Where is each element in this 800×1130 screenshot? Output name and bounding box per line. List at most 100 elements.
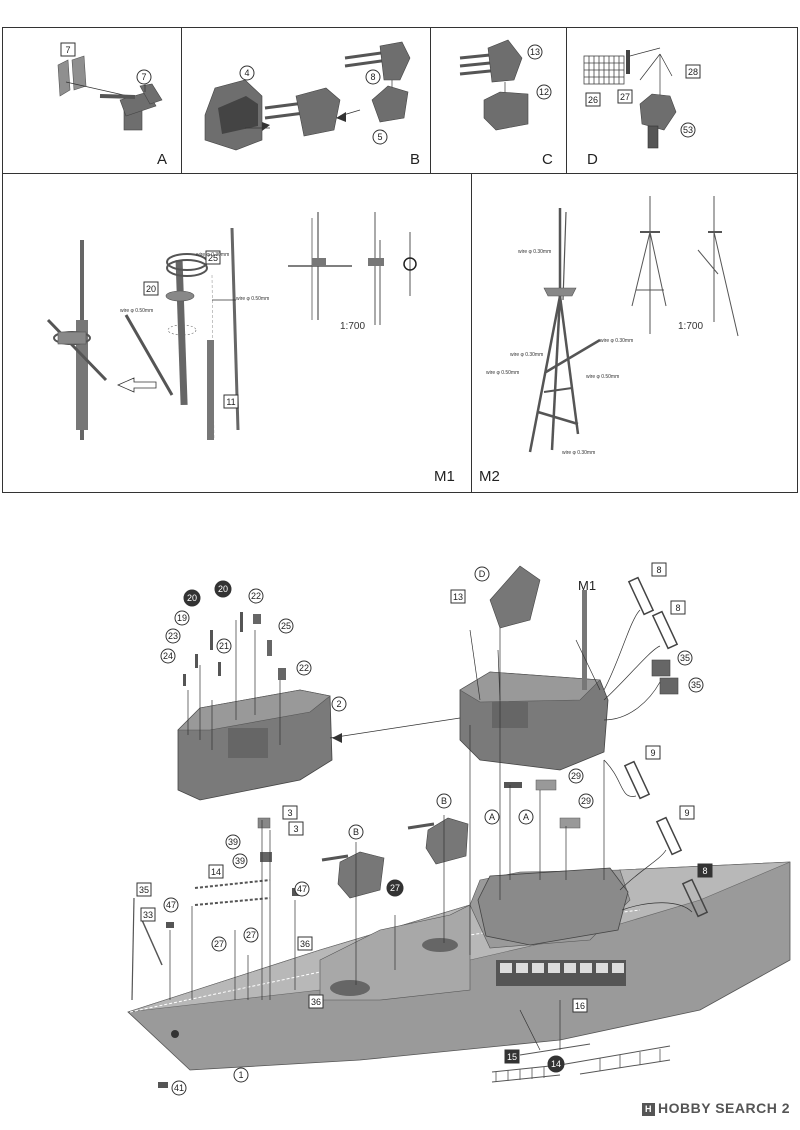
svg-text:47: 47	[297, 884, 307, 894]
callout-bridge-20b: 20	[214, 580, 232, 598]
svg-text:3: 3	[293, 824, 298, 834]
callout-m1-25: 25	[205, 250, 221, 265]
callout-c-13: 13	[527, 44, 543, 60]
m2-wire-label-3: wire φ 0.30mm	[510, 352, 543, 358]
callout-mid-29b: 29	[578, 793, 594, 809]
svg-text:33: 33	[143, 910, 153, 920]
callout-d-28: 28	[685, 64, 701, 79]
bridge-block	[177, 689, 333, 801]
page-number: 2	[781, 1100, 790, 1116]
panel-d-drawing	[583, 47, 677, 149]
callout-hull-15: 15	[504, 1049, 520, 1064]
callout-bridge-24: 24	[160, 648, 176, 664]
svg-text:19: 19	[177, 613, 187, 623]
svg-text:20: 20	[146, 284, 156, 294]
callout-mid-b2: B	[348, 824, 364, 840]
callout-fore-35: 35	[136, 882, 152, 897]
callout-fore-33: 33	[140, 907, 156, 922]
callout-fore-27a: 27	[386, 879, 404, 897]
callout-fore-27c: 27	[243, 927, 259, 943]
callout-super-35a: 35	[677, 650, 693, 666]
callout-super-8b: 8	[670, 600, 686, 615]
svg-text:36: 36	[311, 997, 321, 1007]
callout-hull-14: 14	[547, 1055, 565, 1073]
callout-super-35b: 35	[688, 677, 704, 693]
svg-text:47: 47	[166, 900, 176, 910]
svg-text:13: 13	[453, 592, 463, 602]
svg-text:35: 35	[691, 680, 701, 690]
svg-text:4: 4	[244, 68, 249, 78]
callout-mid-b1: B	[436, 793, 452, 809]
panel-label-c: C	[542, 151, 553, 168]
callout-fore-39b: 39	[232, 853, 248, 869]
callout-mid-9b: 9	[679, 805, 695, 820]
panel-b-drawing	[204, 41, 411, 151]
callout-mid-a2: A	[518, 809, 534, 825]
turret-b-2	[407, 817, 469, 865]
callout-b-4: 4	[239, 65, 255, 81]
aft-platform	[477, 779, 629, 946]
svg-text:7: 7	[65, 45, 70, 55]
callout-fore-47a: 47	[163, 897, 179, 913]
svg-text:41: 41	[174, 1083, 184, 1093]
svg-text:27: 27	[214, 939, 224, 949]
callout-fore-3a: 3	[282, 805, 298, 820]
svg-text:35: 35	[680, 653, 690, 663]
svg-text:13: 13	[530, 47, 540, 57]
svg-text:22: 22	[251, 591, 261, 601]
superstructure-block	[329, 565, 609, 771]
svg-text:14: 14	[551, 1059, 561, 1069]
m2-wire-label-2: wire φ 0.30mm	[600, 338, 633, 344]
svg-text:B: B	[441, 796, 447, 806]
bridge-top-parts	[183, 612, 286, 686]
callout-fore-36b: 36	[308, 994, 324, 1009]
panel-label-a: A	[157, 151, 168, 168]
panel-label-m1: M1	[434, 468, 455, 485]
svg-text:20: 20	[187, 593, 197, 603]
svg-text:28: 28	[688, 67, 698, 77]
svg-text:39: 39	[235, 856, 245, 866]
svg-text:9: 9	[684, 808, 689, 818]
m2-wire-label-4: wire φ 0.50mm	[486, 370, 519, 376]
callout-d-53: 53	[680, 122, 696, 138]
pe-ladders	[603, 576, 709, 918]
panel-a-drawing	[57, 55, 163, 131]
svg-text:8: 8	[370, 72, 375, 82]
svg-text:12: 12	[539, 87, 549, 97]
leader-lines	[187, 620, 605, 1051]
svg-text:39: 39	[228, 837, 238, 847]
svg-text:11: 11	[226, 397, 235, 407]
callout-bridge-25: 25	[278, 618, 294, 634]
m2-wire-label-6: wire φ 0.30mm	[562, 450, 595, 456]
callout-fore-39a: 39	[225, 834, 241, 850]
callout-bridge-19: 19	[174, 610, 190, 626]
callout-d-27: 27	[617, 89, 633, 104]
callout-a-7-square: 7	[60, 42, 76, 57]
panel-label-d: D	[587, 151, 598, 168]
hull	[127, 861, 791, 1071]
panel-m2-drawing	[528, 196, 739, 453]
callout-bridge-20a: 20	[183, 589, 201, 607]
callout-super-13: 13	[450, 589, 466, 604]
railings	[491, 1043, 671, 1083]
callout-bridge-23: 23	[165, 628, 181, 644]
watermark-text: HOBBY SEARCH	[658, 1100, 778, 1116]
callout-bridge-2: 2	[331, 696, 347, 712]
svg-text:29: 29	[581, 796, 591, 806]
m2-wire-label-1: wire φ 0.30mm	[518, 249, 551, 255]
callout-b-8: 8	[365, 69, 381, 85]
svg-text:53: 53	[683, 125, 693, 135]
callout-bridge-22b: 22	[296, 660, 312, 676]
callout-fore-27b: 27	[211, 936, 227, 952]
svg-text:21: 21	[219, 641, 229, 651]
callout-d-26: 26	[585, 92, 601, 107]
svg-text:8: 8	[702, 866, 707, 876]
callout-m1-11: 11	[223, 394, 239, 409]
svg-text:27: 27	[390, 883, 400, 893]
svg-text:20: 20	[218, 584, 228, 594]
turret-b-1	[321, 851, 385, 899]
svg-text:16: 16	[575, 1001, 585, 1011]
svg-text:B: B	[353, 827, 359, 837]
